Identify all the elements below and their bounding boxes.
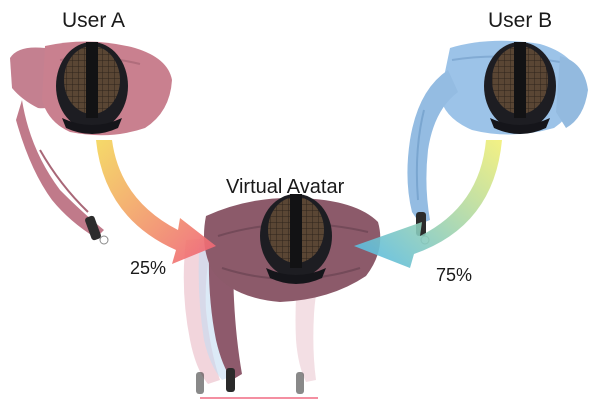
virtual-avatar-label: Virtual Avatar xyxy=(226,176,344,199)
virtual-avatar-figure xyxy=(184,194,381,398)
arrow-user-a-to-avatar xyxy=(96,140,216,264)
arrow-user-b-to-avatar xyxy=(354,140,502,268)
user-a-weight-label: 25% xyxy=(130,258,166,279)
user-a-label: User A xyxy=(62,9,125,33)
user-b-label: User B xyxy=(488,9,552,33)
user-b-weight-label: 75% xyxy=(436,265,472,286)
